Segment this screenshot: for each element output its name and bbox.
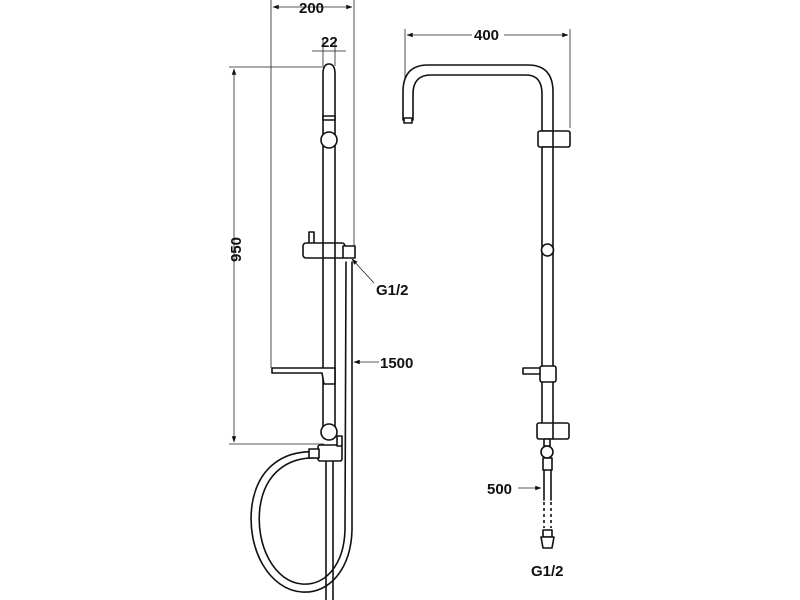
shower-arm xyxy=(402,64,554,132)
dim-950-label: 950 xyxy=(228,237,245,262)
soap-shelf xyxy=(271,367,336,385)
valve-lever-right xyxy=(543,438,551,447)
hose-outer xyxy=(250,261,353,593)
hose-inner xyxy=(258,261,347,585)
valve-lower-right xyxy=(542,457,553,471)
dim-400-label: 400 xyxy=(474,27,499,44)
slider-knob-right xyxy=(522,367,542,375)
diverter-lever xyxy=(336,435,343,447)
left-view: 200 22 950 G1/2 xyxy=(228,0,413,600)
rail-top-marker xyxy=(322,115,336,121)
dim-22-label: 22 xyxy=(321,34,338,51)
outlet-fitting-nut xyxy=(540,536,555,549)
top-clamp xyxy=(537,130,571,148)
connector-label-right: G1/2 xyxy=(531,563,564,580)
slider-hose-holder xyxy=(342,245,356,259)
dim-400-label-bg xyxy=(472,25,504,43)
connector-leader-left xyxy=(351,258,375,284)
slider-body xyxy=(302,242,346,259)
hose-length-label: 1500 xyxy=(380,355,413,372)
shower-head-nozzle xyxy=(403,117,413,124)
slider-body-right xyxy=(539,365,557,383)
rail-ball-joint-top xyxy=(320,131,338,149)
outlet-length-label: 500 xyxy=(487,481,512,498)
rail-ball-joint-right xyxy=(540,243,555,257)
rail-ball-joint-bottom xyxy=(320,423,338,441)
valve-body-right xyxy=(540,445,554,459)
right-view: 400 500 G1/2 xyxy=(402,25,571,580)
connector-label-left: G1/2 xyxy=(376,282,409,299)
diverter-valve-body xyxy=(317,444,343,462)
dim-200-label: 200 xyxy=(299,0,324,17)
outlet-fitting xyxy=(542,529,553,538)
hose-outlet xyxy=(308,448,320,459)
